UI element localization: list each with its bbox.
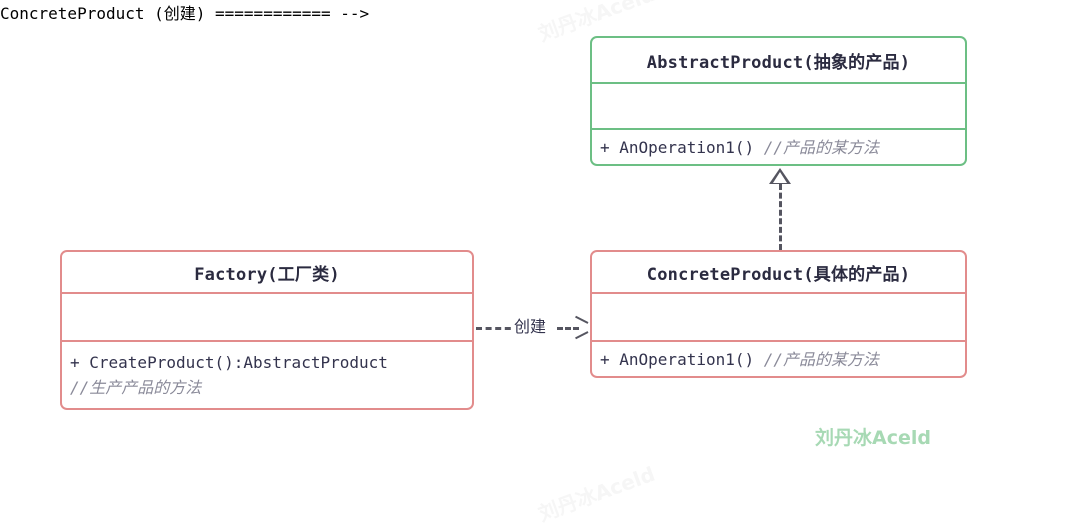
class-box-factory[interactable]: Factory(工厂类) + CreateProduct():AbstractP… xyxy=(60,250,474,410)
class-methods-abstract-product: + AnOperation1() //产品的某方法 xyxy=(592,128,965,164)
method-row: + AnOperation1() //产品的某方法 xyxy=(600,347,965,372)
dependency-dashed-line-left xyxy=(476,327,530,330)
author-watermark: 刘丹冰Aceld xyxy=(815,427,931,449)
class-box-abstract-product[interactable]: AbstractProduct(抽象的产品) + AnOperation1() … xyxy=(590,36,967,166)
method-row: + AnOperation1() //产品的某方法 xyxy=(600,135,965,160)
method-row: + CreateProduct():AbstractProduct xyxy=(70,353,388,372)
background-watermark-bottom: 刘丹冰Aceld xyxy=(535,461,659,523)
class-title-factory: Factory(工厂类) xyxy=(194,264,340,285)
class-methods-concrete-product: + AnOperation1() //产品的某方法 xyxy=(592,340,965,376)
method-comment-row: //生产产品的方法 xyxy=(70,378,202,397)
realization-dashed-line xyxy=(779,184,782,250)
method-signature: + AnOperation1() xyxy=(600,137,755,157)
class-methods-factory: + CreateProduct():AbstractProduct //生产产品… xyxy=(62,340,472,408)
class-title-abstract-product: AbstractProduct(抽象的产品) xyxy=(646,52,911,73)
open-arrow-icon xyxy=(574,320,588,334)
class-box-concrete-product[interactable]: ConcreteProduct(具体的产品) + AnOperation1() … xyxy=(590,250,967,378)
class-attributes-concrete-product xyxy=(592,292,965,340)
dependency-dashed-line-right xyxy=(557,327,579,330)
edge-label-create: 创建 xyxy=(512,317,549,336)
method-signature: + AnOperation1() xyxy=(600,349,755,369)
class-title-concrete-product: ConcreteProduct(具体的产品) xyxy=(646,264,911,285)
class-attributes-factory xyxy=(62,292,472,340)
method-comment: //产品的某方法 xyxy=(763,137,880,157)
method-comment: //产品的某方法 xyxy=(763,349,880,369)
hollow-triangle-icon xyxy=(769,168,791,184)
class-attributes-abstract-product xyxy=(592,82,965,128)
